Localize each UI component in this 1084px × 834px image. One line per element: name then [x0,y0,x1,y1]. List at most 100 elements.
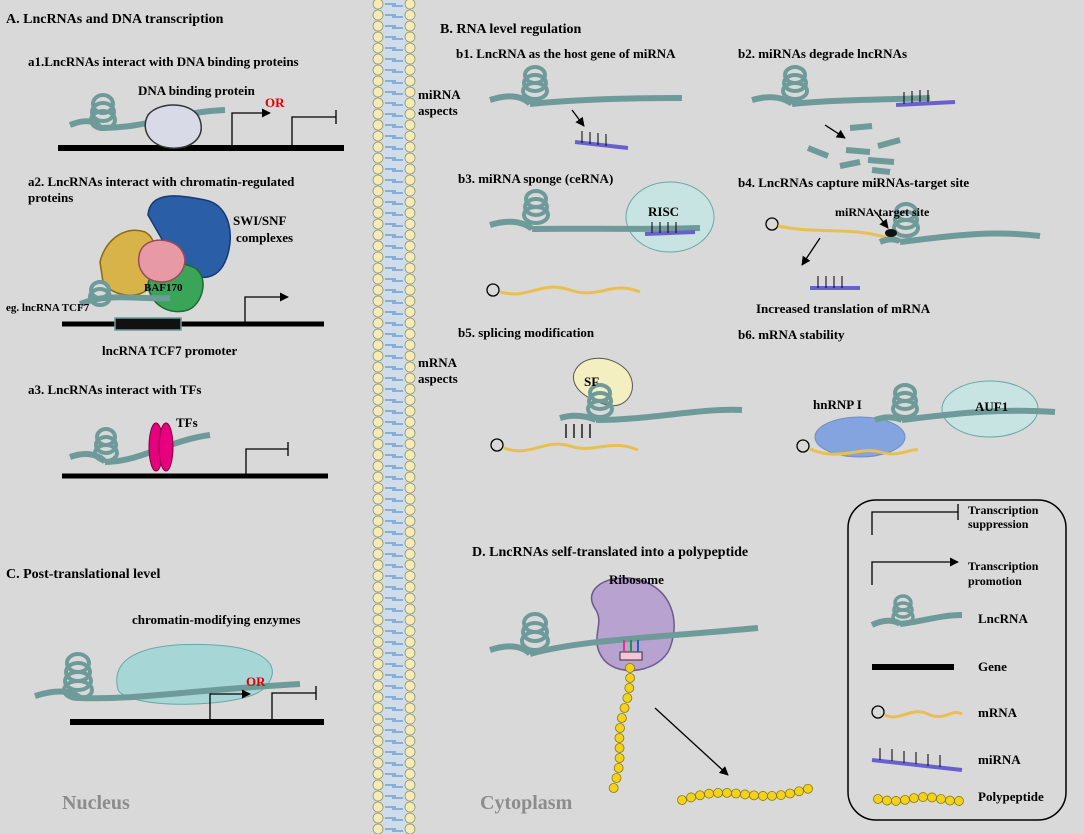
b3-illustration [486,181,715,297]
lipid-head [404,768,416,780]
lipid-head [372,691,384,703]
mrna-aspects-line1: mRNA [418,355,457,370]
lipid-head [404,647,416,659]
mrna-aspects-line2: aspects [418,371,458,386]
amino-acid-bead [873,794,883,804]
lipid-head [372,262,384,274]
lipid-head [404,174,416,186]
lipid-head [372,306,384,318]
lipid-head [404,339,416,351]
lipid-head [372,482,384,494]
mrna-icon [871,705,963,719]
lipid-head [372,284,384,296]
c-illustration [34,643,324,725]
lipid-head [404,196,416,208]
legend-box [847,499,1067,821]
lipid-head [372,735,384,747]
mirna-target-site-label: miRNA-target site [835,205,930,219]
amino-acid-bead [622,693,633,703]
lipid-head [372,20,384,32]
lipid-head [404,702,416,714]
mirna-aspects-line1: miRNA [418,87,461,102]
lipid-head [404,526,416,538]
lipid-head [372,713,384,725]
lipid-head [404,427,416,439]
amino-acid-bead [936,794,946,804]
c-or-label: OR [246,674,266,689]
lipid-head [404,383,416,395]
lipid-head [404,31,416,43]
lipid-head [404,449,416,461]
degraded-lncrna-fragments [806,123,901,175]
lipid-head [404,295,416,307]
lipid-head [372,152,384,164]
lipid-head [404,482,416,494]
section-c-title: C. Post-translational level [6,567,161,582]
lipid-head [404,669,416,681]
lipid-head [372,647,384,659]
lipid-head [404,328,416,340]
lipid-head [372,196,384,208]
lipid-head [404,493,416,505]
lipid-head [372,328,384,340]
lipid-head [372,669,384,681]
lipid-head [404,636,416,648]
lipid-head [404,273,416,285]
b1-title: b1. LncRNA as the host gene of miRNA [456,46,676,61]
a1-title: a1.LncRNAs interact with DNA binding pro… [28,54,299,69]
lipid-head [372,614,384,626]
lipid-head [372,724,384,736]
lipid-head [372,372,384,384]
a3-illustration [62,422,328,479]
lipid-head [404,119,416,131]
lipid-head [372,768,384,780]
lipid-head [372,603,384,615]
dna-binding-protein-shape [144,104,202,149]
lipid-head [372,163,384,175]
a2-title-line2: proteins [28,190,74,205]
polypeptide-chain-horizontal [677,783,813,805]
lipid-head [404,559,416,571]
sf-label: SF [584,374,600,389]
lipid-head [404,130,416,142]
lipid-head [404,416,416,428]
lncrna-hairpin [89,93,117,131]
hnrnp-label: hnRNP I [813,397,862,412]
tf-shape-2 [158,422,174,472]
lipid-head [372,515,384,527]
lipid-head [404,405,416,417]
lipid-head [372,350,384,362]
legend-polypeptide-label: Polypeptide [978,789,1044,804]
lipid-head [404,504,416,516]
nucleus-label: Nucleus [62,792,130,814]
lipid-head [372,317,384,329]
chromatin-enzymes-label: chromatin-modifying enzymes [132,612,301,627]
lipid-head [372,779,384,791]
a2-illustration [62,195,324,331]
amino-acid-bead [740,789,750,800]
tcf7-example-label: eg. lncRNA TCF7 [6,302,90,314]
cell-membrane [372,0,416,834]
lipid-head [404,0,416,10]
lipid-head [404,163,416,175]
lipid-head [372,746,384,758]
lipid-head [372,383,384,395]
lipid-head [372,31,384,43]
amino-acid-bead [608,783,619,793]
suppression-arrow-icon [871,511,958,535]
amino-acid-bead [776,790,786,800]
lipid-head [372,449,384,461]
lipid-head [372,64,384,76]
lipid-head [372,427,384,439]
promotion-arrow-icon [871,557,959,585]
polypeptide-chain-vertical [608,663,636,793]
lipid-head [372,361,384,373]
b1-illustration [489,65,683,150]
amino-acid-bead [803,783,813,794]
amino-acid-bead [713,788,723,798]
lipid-head [372,240,384,252]
lipid-head [372,141,384,153]
lipid-head [372,658,384,670]
lipid-head [404,812,416,824]
